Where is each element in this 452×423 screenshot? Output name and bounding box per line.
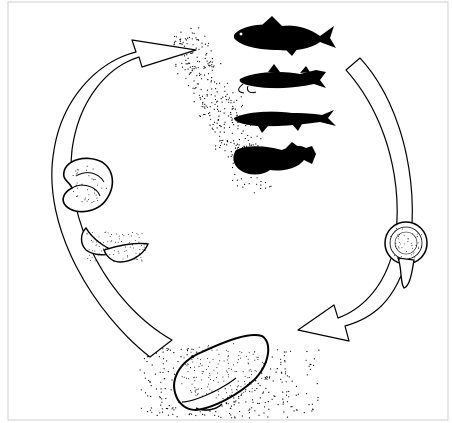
diagram-canvas	[0, 0, 452, 423]
life-cycle-diagram	[0, 0, 452, 423]
